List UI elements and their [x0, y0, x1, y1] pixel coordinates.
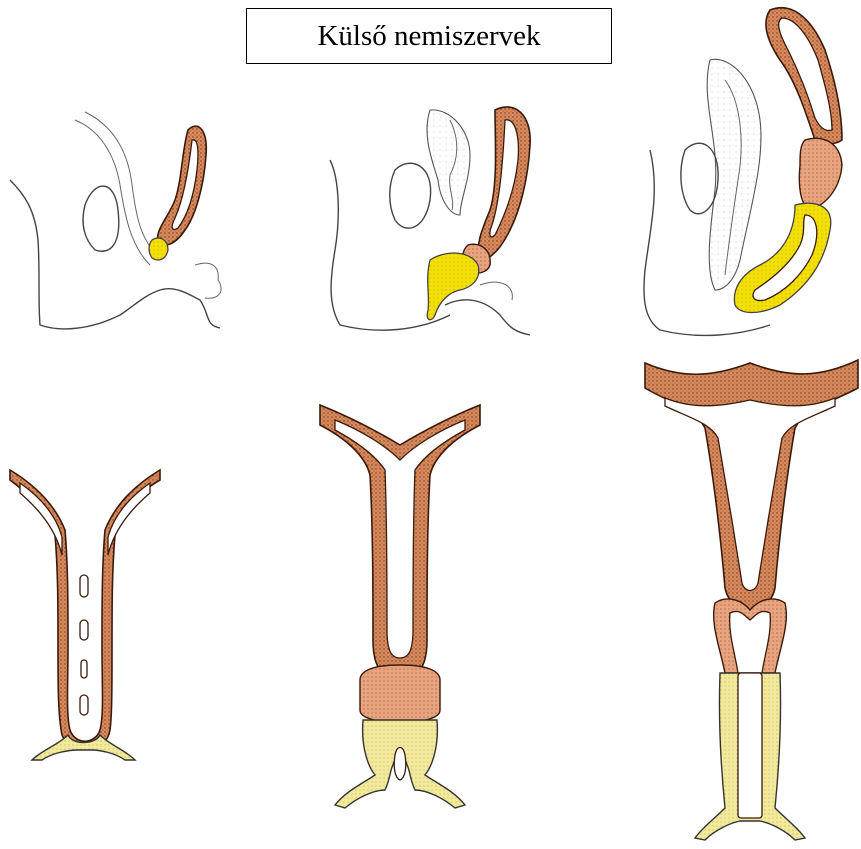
- sagittal-section-stage-2: [300, 100, 560, 340]
- sagittal-section-stage-1: [0, 100, 240, 340]
- frontal-section-stage-2: [315, 400, 490, 820]
- sagittal-section-stage-3: [620, 0, 861, 340]
- page-title: Külső nemiszervek: [246, 8, 612, 64]
- frontal-section-stage-3: [640, 348, 861, 843]
- frontal-section-stage-1: [0, 455, 175, 775]
